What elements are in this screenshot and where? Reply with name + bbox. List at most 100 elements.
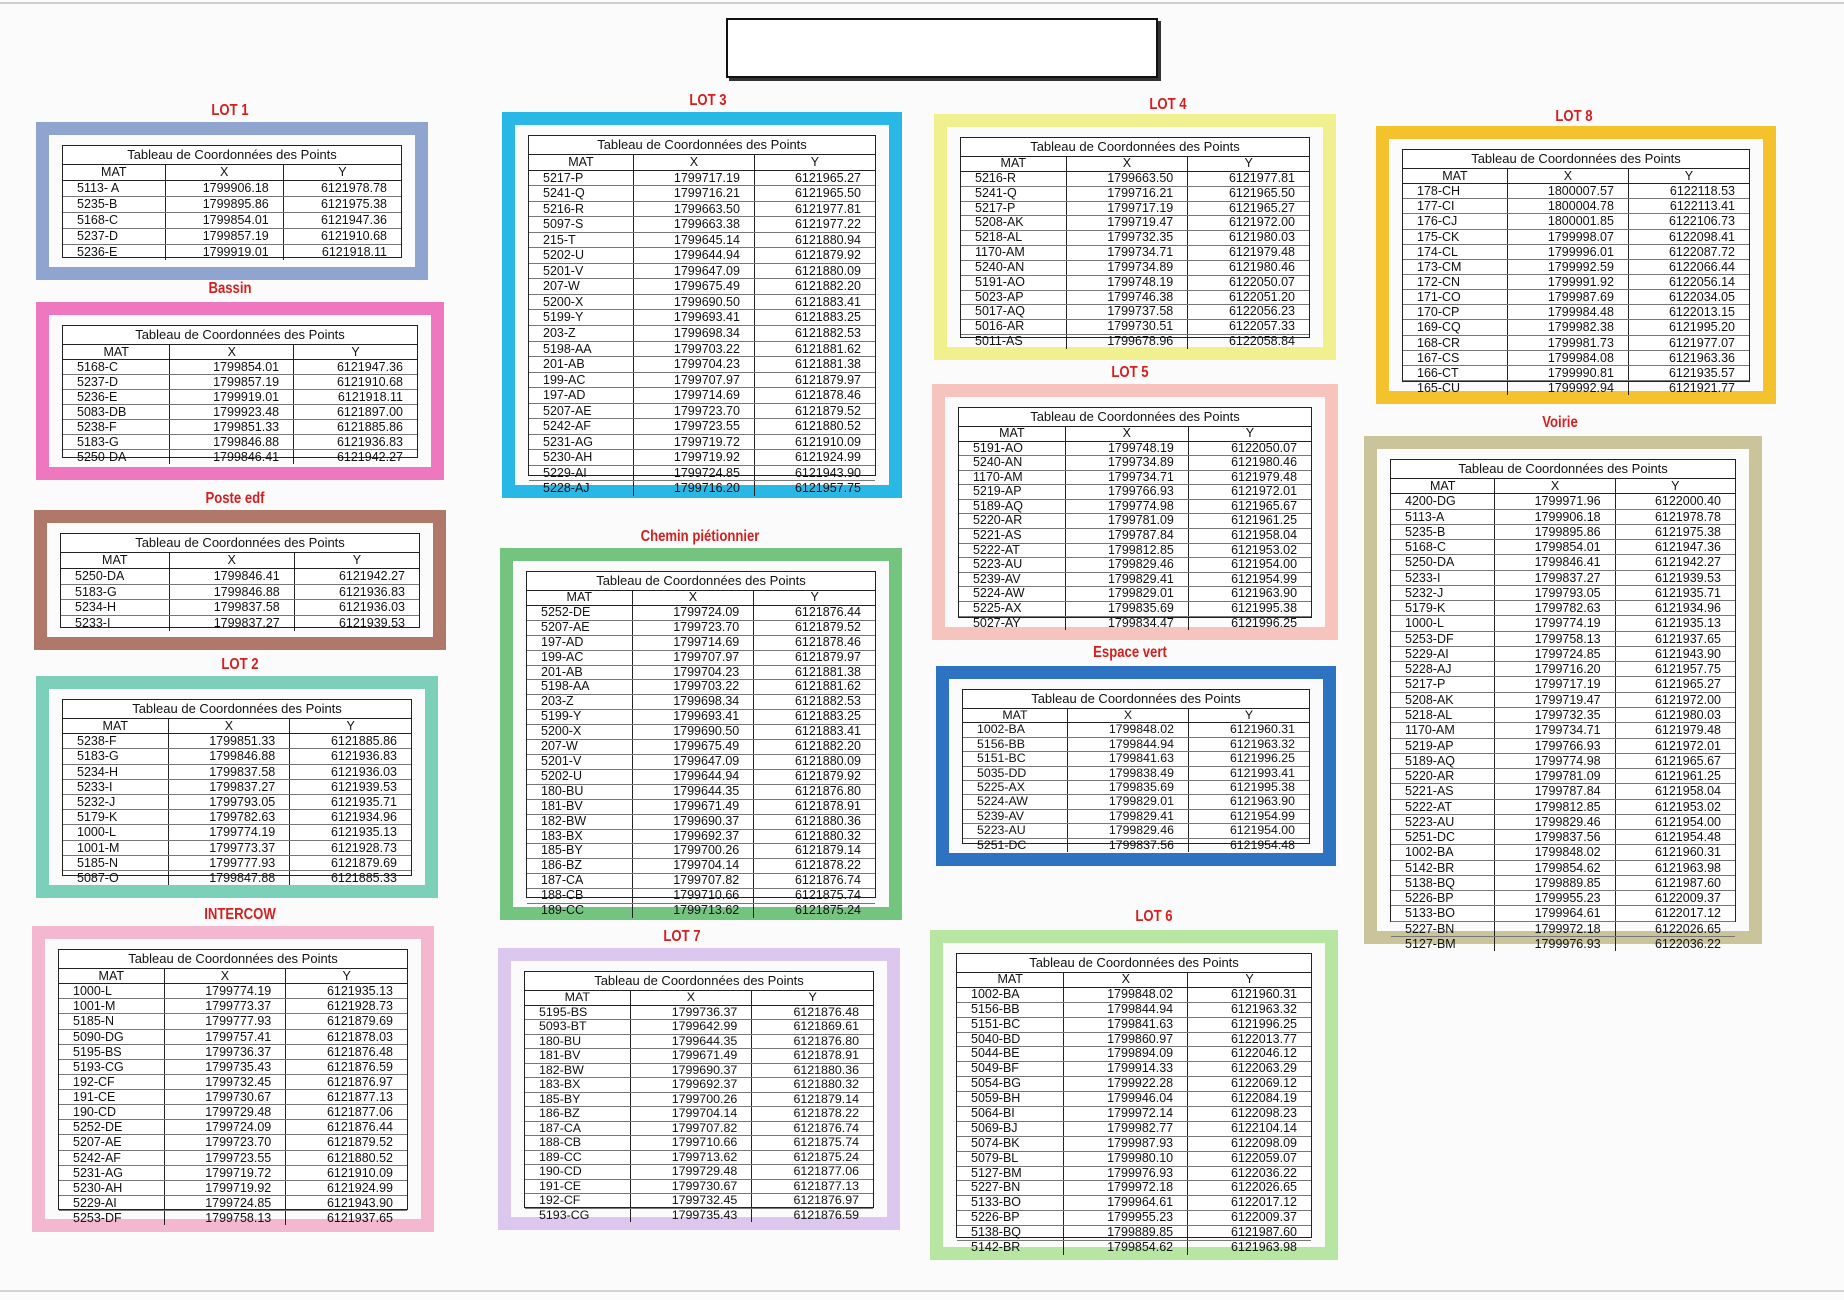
x-cell: 1799675.49 [632,739,755,755]
mat-cell: 5064-BI [957,1106,1065,1122]
mat-cell: 5133-BO [1391,905,1496,922]
x-cell: 1799838.49 [1067,766,1189,782]
x-cell: 1799713.62 [632,903,755,918]
x-cell: 1799724.85 [164,1195,287,1212]
mat-cell: 5200-X [529,294,634,311]
mat-cell: 5198-AA [529,341,634,358]
y-cell: 6121875.24 [794,903,861,918]
y-cell: 6121947.36 [283,212,401,229]
y-cell: 6121877.13 [751,1179,873,1194]
x-cell: 1799984.48 [1507,304,1629,321]
x-cell: 1799644.94 [632,769,755,785]
y-cell: 6121875.74 [751,1135,873,1151]
x-cell: 1799766.93 [1494,738,1616,754]
mat-cell: 5127-BM [1391,936,1496,952]
x-cell: 1799644.35 [632,784,755,800]
mat-cell: 5151-BC [963,751,1068,767]
mat-cell: 5127-BM [957,1166,1065,1182]
mat-cell: 5207-AE [529,403,634,420]
x-cell: 1799700.26 [630,1092,753,1107]
column-header-mat: MAT [63,719,169,735]
y-cell: 6121935.71 [1615,585,1735,602]
x-cell: 1799707.97 [632,650,755,666]
x-cell: 1799987.93 [1063,1136,1189,1152]
x-cell: 1799723.70 [164,1134,287,1151]
x-cell: 1799714.69 [632,635,755,651]
mat-cell: 5083-DB [63,404,171,420]
y-cell: 6121977.81 [1187,171,1309,187]
y-cell: 6121881.38 [753,665,875,681]
y-cell: 6121936.03 [289,764,411,780]
y-cell: 6122113.41 [1628,198,1749,215]
x-cell: 1799719.92 [164,1180,287,1196]
x-cell: 1799860.97 [1063,1032,1189,1048]
mat-cell: 5235-B [1391,524,1496,541]
x-cell: 1799757.41 [164,1029,287,1045]
bassin-title: Bassin [208,280,252,297]
y-cell: 6121885.86 [289,733,411,750]
x-cell: 1799829.46 [1065,557,1189,573]
mat-cell: 5202-U [527,769,633,785]
x-cell: 1799964.61 [1063,1195,1189,1212]
y-cell: 6121965.67 [1188,499,1311,515]
mat-cell: 189-CC [527,903,633,918]
mat-cell: 5222-AT [1391,799,1496,815]
mat-cell: 5207-AE [59,1134,165,1151]
mat-cell: 172-CN [1403,274,1508,291]
mat-cell: 182-BW [527,814,633,830]
y-cell: 6121965.27 [1615,676,1735,693]
x-cell: 1799992.94 [1507,380,1629,396]
mat-cell: 5218-AL [1391,707,1496,724]
mat-cell: 5016-AR [961,319,1067,336]
x-cell: 1799846.41 [1494,554,1616,571]
x-cell: 1799851.33 [168,733,291,750]
mat-cell: 5097-S [529,216,634,233]
x-cell: 1799732.35 [1066,230,1189,247]
x-cell: 1799972.14 [1063,1106,1189,1122]
y-cell: 6121881.62 [753,679,875,696]
mat-cell: 5219-AP [959,484,1066,500]
y-cell: 6122009.37 [1615,890,1735,907]
x-cell: 1799719.72 [164,1165,287,1181]
y-cell: 6121928.73 [285,998,407,1015]
x-cell: 1799719.47 [1066,215,1189,232]
y-cell: 6121975.38 [1615,524,1735,541]
y-cell: 6121996.25 [1231,616,1297,630]
intercow-title: INTERCOW [204,906,276,923]
mat-cell: 5226-BP [957,1210,1065,1227]
x-cell: 1799732.35 [1494,707,1616,724]
mat-cell: 169-CQ [1403,319,1508,336]
column-header-mat: MAT [59,969,165,985]
column-header-x: X [164,969,287,985]
mat-cell: 5241-Q [961,186,1067,202]
